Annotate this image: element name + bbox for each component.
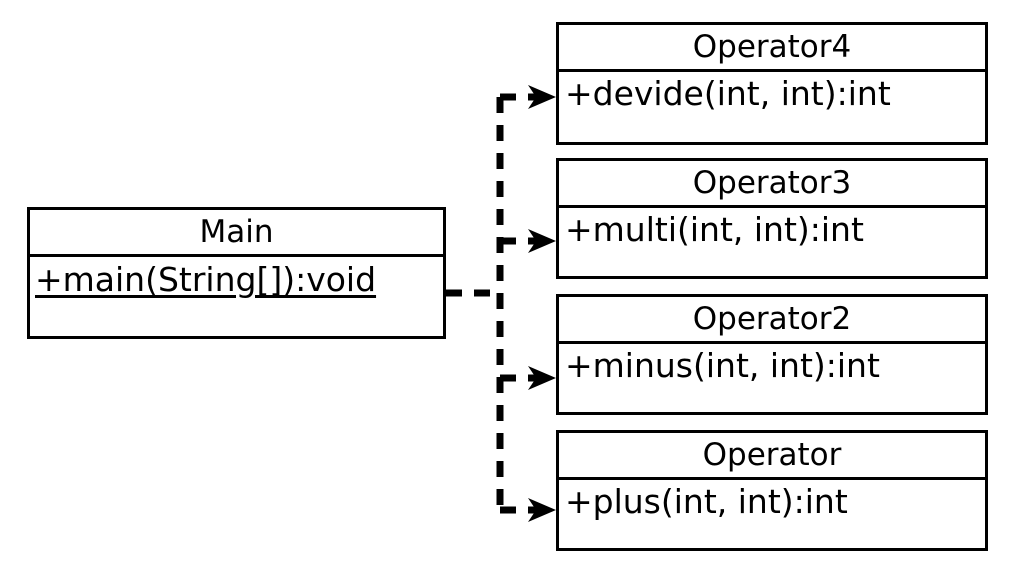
class-name-label: Operator4 <box>692 29 852 65</box>
uml-class-operator4[interactable]: Operator4 +devide(int, int):int <box>556 22 988 145</box>
class-member-main: +main(String[]):void <box>35 260 377 299</box>
class-members-compartment: +multi(int, int):int <box>559 208 985 276</box>
class-name-label: Main <box>199 214 274 250</box>
class-members-compartment: +plus(int, int):int <box>559 480 985 548</box>
class-member-plus: +plus(int, int):int <box>565 482 848 521</box>
class-name-compartment: Operator <box>559 433 985 480</box>
class-member-minus: +minus(int, int):int <box>565 346 880 385</box>
class-name-label: Operator3 <box>692 165 852 201</box>
class-member-devide: +devide(int, int):int <box>565 74 891 113</box>
class-name-compartment: Operator3 <box>559 161 985 208</box>
uml-class-operator[interactable]: Operator +plus(int, int):int <box>556 430 988 551</box>
class-members-compartment: +devide(int, int):int <box>559 72 985 142</box>
class-members-compartment: +minus(int, int):int <box>559 344 985 412</box>
class-name-label: Operator2 <box>692 301 852 337</box>
arrowhead-operator4 <box>528 85 556 109</box>
uml-class-operator2[interactable]: Operator2 +minus(int, int):int <box>556 294 988 415</box>
arrowhead-operator <box>528 498 556 522</box>
arrowhead-operator2 <box>528 366 556 390</box>
uml-class-operator3[interactable]: Operator3 +multi(int, int):int <box>556 158 988 279</box>
class-members-compartment: +main(String[]):void <box>30 257 443 336</box>
arrowhead-operator3 <box>528 229 556 253</box>
uml-class-main[interactable]: Main +main(String[]):void <box>27 207 446 339</box>
class-name-label: Operator <box>702 437 842 473</box>
class-name-compartment: Main <box>30 210 443 257</box>
class-member-multi: +multi(int, int):int <box>565 210 864 249</box>
class-name-compartment: Operator4 <box>559 25 985 72</box>
class-name-compartment: Operator2 <box>559 297 985 344</box>
